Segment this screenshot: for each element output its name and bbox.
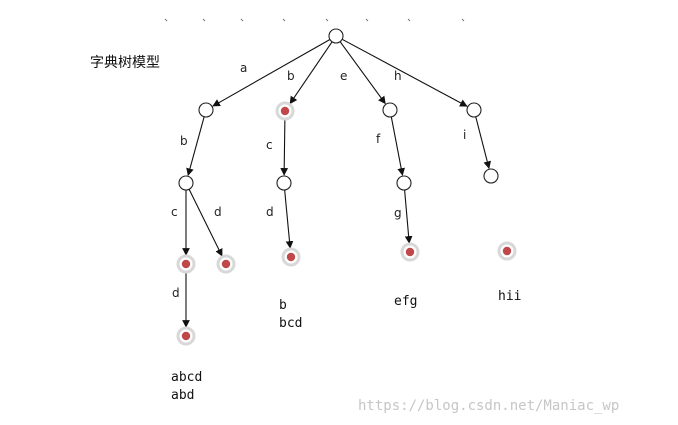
trie-node-circle	[382, 102, 398, 118]
terminal-node	[497, 241, 517, 261]
watermark: https://blog.csdn.net/Maniac_wp	[358, 398, 619, 414]
terminal-node	[216, 254, 236, 274]
terminal-node-dot	[502, 246, 512, 256]
edge-label: e	[340, 69, 347, 83]
word-group-b-bcd: b bcd	[279, 298, 302, 331]
edge-arrow	[289, 41, 333, 105]
trie-node	[396, 175, 412, 191]
terminal-node-dot	[286, 252, 296, 262]
terminal-node	[176, 254, 196, 274]
edge-label: d	[214, 205, 222, 219]
trie-node-circle	[328, 28, 344, 44]
edge-label: d	[172, 286, 180, 300]
trie-node-circle	[396, 175, 412, 191]
edge-label: a	[240, 61, 247, 75]
terminal-node	[400, 242, 420, 262]
trie-node-circle	[178, 175, 194, 191]
edge-arrow	[284, 189, 294, 249]
trie-node	[328, 28, 344, 44]
word-group-efg: efg	[394, 294, 417, 309]
edge-arrow	[339, 41, 386, 105]
edges-layer	[182, 38, 492, 328]
edge-arrow	[341, 38, 468, 107]
edge-label: h	[394, 69, 402, 83]
trie-node	[382, 102, 398, 118]
word-label: bcd	[279, 316, 302, 331]
edge-labels-layer: a b e h b c f i c d d g d	[171, 61, 466, 300]
trie-node	[483, 168, 499, 184]
terminal-node	[275, 101, 295, 121]
trie-node	[198, 102, 214, 118]
edge-arrow	[188, 189, 223, 257]
edge-arrow	[212, 38, 331, 107]
terminal-node-dot	[221, 259, 231, 269]
trie-node-circle	[198, 102, 214, 118]
terminal-node	[281, 247, 301, 267]
edge-label: i	[463, 128, 466, 142]
edge-label: c	[171, 205, 178, 219]
edge-arrow	[475, 116, 492, 169]
word-label: efg	[394, 294, 417, 309]
cropped-header-remnant	[164, 18, 465, 22]
word-group-hii: hii	[498, 289, 521, 304]
edge-arrow	[390, 116, 405, 176]
trie-node-circle	[276, 175, 292, 191]
trie-node-circle	[483, 168, 499, 184]
trie-node	[466, 102, 482, 118]
edge-arrow	[404, 189, 413, 244]
terminal-node-dot	[280, 106, 290, 116]
word-label: abcd	[171, 370, 202, 385]
edge-label: b	[180, 134, 188, 148]
edge-arrow	[186, 116, 205, 177]
terminal-node-dot	[181, 331, 191, 341]
terminal-node-dot	[405, 247, 415, 257]
terminal-node-dot	[181, 259, 191, 269]
edge-label: c	[266, 138, 273, 152]
word-label: b	[279, 298, 287, 313]
edge-label: d	[266, 205, 274, 219]
trie-node	[276, 175, 292, 191]
word-group-abcd-abd: abcd abd	[171, 370, 202, 403]
trie-node-circle	[466, 102, 482, 118]
edge-arrow	[280, 118, 289, 176]
diagram-title: 字典树模型	[90, 55, 160, 71]
edge-label: g	[394, 206, 402, 220]
trie-node	[178, 175, 194, 191]
word-label: abd	[171, 388, 194, 403]
edge-label: f	[376, 132, 381, 146]
edge-label: b	[287, 69, 295, 83]
nodes-layer	[176, 28, 517, 346]
word-label: hii	[498, 289, 521, 304]
terminal-node	[176, 326, 196, 346]
